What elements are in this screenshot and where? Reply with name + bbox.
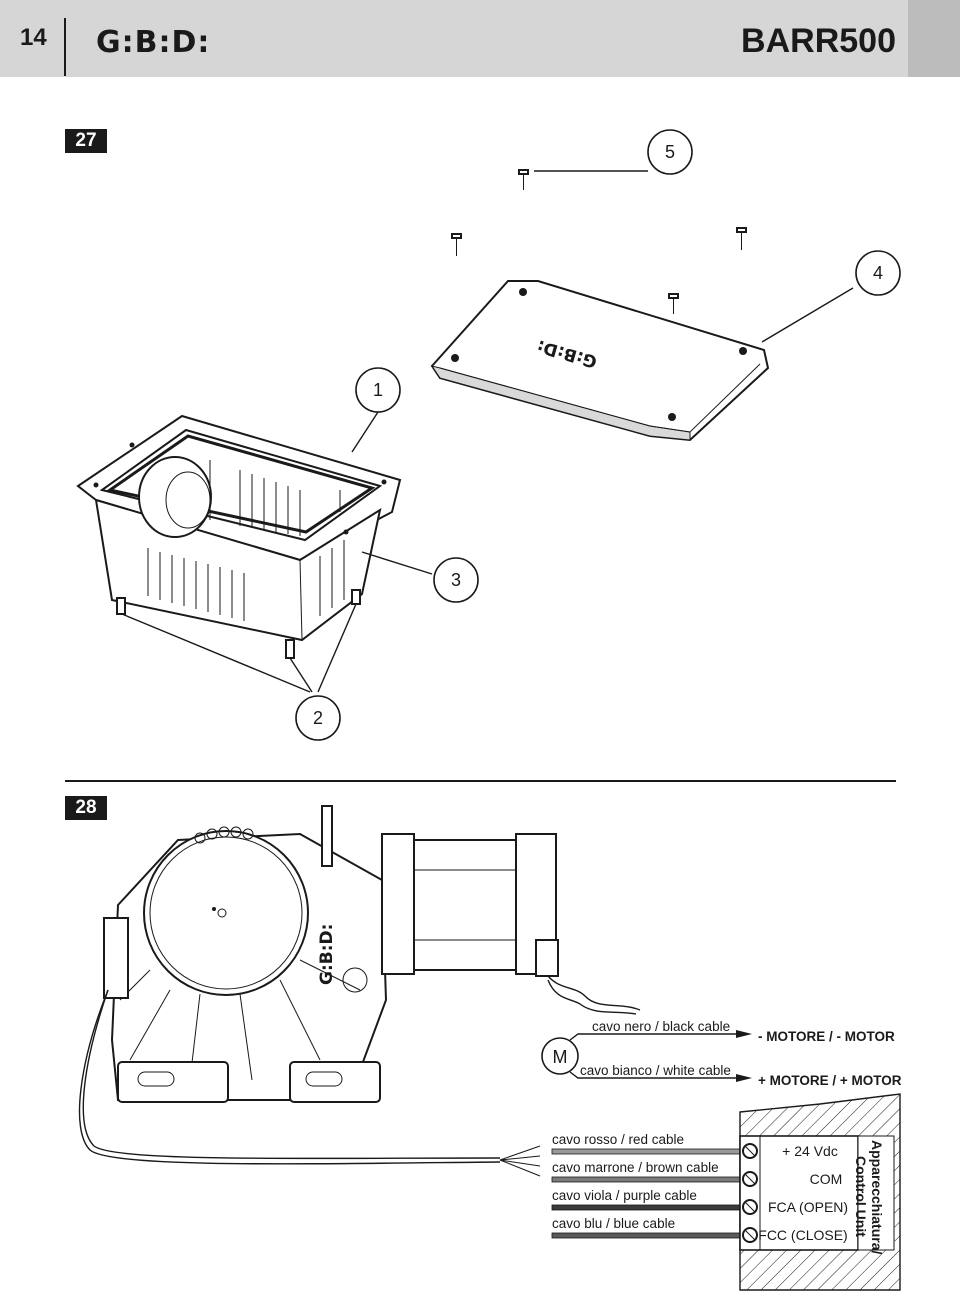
control-unit-label-en: Control Unit [853, 1156, 869, 1237]
brown-cable-label: cavo marrone / brown cable [552, 1160, 719, 1175]
purple-cable-label: cavo viola / purple cable [552, 1188, 697, 1203]
callout-4-label: 4 [873, 263, 883, 283]
housing-box [76, 414, 402, 659]
callout-4 [855, 250, 901, 296]
terminal-fca-open: FCA (OPEN) [768, 1199, 848, 1215]
motor-plus-label: + MOTORE / + MOTOR [758, 1073, 902, 1088]
figure-label-27: 27 [65, 129, 107, 153]
section-divider [65, 780, 896, 782]
motor-symbol-label: M [553, 1047, 568, 1067]
gearmotor: G:B:D: [103, 805, 388, 1103]
electric-motor [381, 833, 641, 1015]
callout-2 [295, 695, 341, 741]
blue-cable-label: cavo blu / blue cable [552, 1216, 675, 1231]
screw-icon [736, 227, 747, 250]
control-unit-label-it: Apparecchiatura/ [869, 1140, 885, 1254]
red-cable [551, 1148, 741, 1155]
callout-5-label: 5 [665, 142, 675, 162]
figure-28-drawing: G:B:D: M cavo nero / b [78, 805, 902, 1291]
screw-icon [451, 233, 462, 256]
page-number: 14 [20, 24, 47, 51]
purple-cable [551, 1204, 741, 1211]
terminal-fcc-close: FCC (CLOSE) [758, 1227, 847, 1243]
callout-1-label: 1 [373, 380, 383, 400]
screw-icon [668, 293, 679, 314]
callout-5 [647, 129, 693, 175]
header-divider [64, 18, 66, 76]
red-cable-label: cavo rosso / red cable [552, 1132, 684, 1147]
page-header: 14 G:B:D: BARR500 [0, 0, 960, 77]
cover-plate: G:B:D: [430, 280, 770, 442]
brand-logo: G:B:D: [96, 25, 211, 60]
white-cable-label: cavo bianco / white cable [580, 1063, 731, 1078]
figure-label-28: 28 [65, 796, 107, 820]
motor-symbol [541, 1037, 579, 1075]
callout-3-label: 3 [451, 570, 461, 590]
callout-2-label: 2 [313, 708, 323, 728]
header-tab [908, 0, 960, 77]
terminal-screws [742, 1143, 758, 1243]
callout-3 [433, 557, 479, 603]
model-title: BARR500 [741, 22, 896, 60]
terminal-com: COM [810, 1171, 843, 1187]
motor-minus-label: - MOTORE / - MOTOR [758, 1029, 895, 1044]
body-logo: G:B:D: [317, 924, 337, 985]
terminal-24vdc: + 24 Vdc [782, 1143, 838, 1159]
brown-cable [551, 1176, 741, 1183]
figure-27-drawing: G:B:D: [76, 129, 901, 741]
screw-icon [518, 169, 529, 190]
callout-1 [355, 367, 401, 413]
blue-cable [551, 1232, 741, 1239]
black-cable-label: cavo nero / black cable [592, 1019, 730, 1034]
